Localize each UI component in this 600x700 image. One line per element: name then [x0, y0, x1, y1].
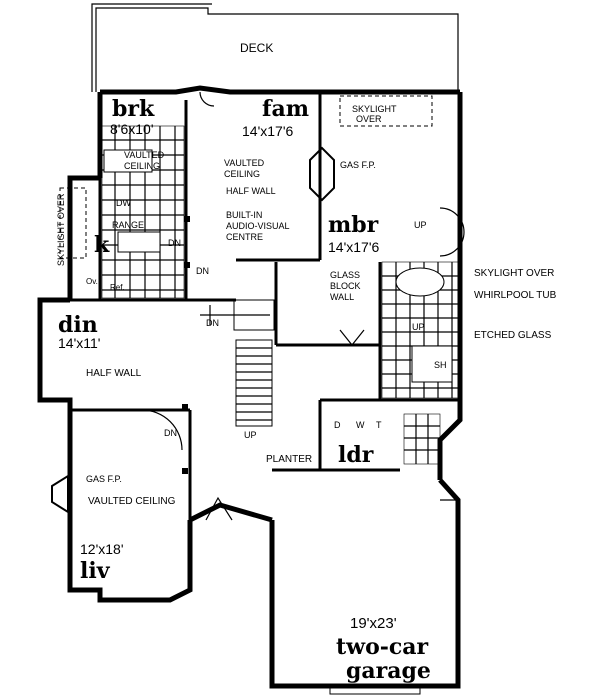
- note-ref: Ref.: [110, 283, 125, 292]
- master-bath-tile-area: [381, 261, 459, 465]
- note-skylight-mbr: SKYLIGHT OVER: [474, 268, 554, 279]
- note-vaulted-brk-1: VAULTED: [124, 150, 165, 160]
- note-etched-glass: ETCHED GLASS: [474, 330, 552, 341]
- note-whirlpool: WHIRLPOOL TUB: [474, 290, 557, 301]
- kitchen-label: k: [94, 232, 110, 258]
- garage: [271, 499, 458, 695]
- note-dn-liv: DN: [164, 428, 177, 438]
- brk-size: 8'6x10': [110, 121, 154, 137]
- fam-label: fam: [262, 96, 309, 122]
- note-half-wall-din: HALF WALL: [86, 368, 142, 379]
- deck-label: DECK: [240, 41, 273, 55]
- garage-size: 19'x23': [350, 615, 397, 632]
- note-dn-kitchen: DN: [168, 238, 181, 248]
- note-dn-hall: DN: [196, 266, 209, 276]
- liv-label: liv: [80, 558, 111, 584]
- note-builtin-1: BUILT-IN: [226, 210, 262, 220]
- note-glass-block-1: GLASS: [330, 270, 360, 280]
- garage-label-1: two-car: [336, 634, 429, 660]
- note-skylight-left: SKYLIGHT OVER: [56, 193, 66, 266]
- note-skylight-fam-2: OVER: [356, 114, 382, 124]
- skylights: [59, 95, 433, 259]
- note-up-stair: UP: [244, 430, 257, 440]
- note-w: W: [356, 420, 365, 430]
- liv-size: 12'x18': [80, 541, 124, 557]
- door-swings: [141, 91, 465, 521]
- mbr-label: mbr: [328, 212, 379, 238]
- note-range: RANGE: [112, 220, 144, 230]
- note-dn-stair: DN: [206, 318, 219, 328]
- ldr-label: ldr: [338, 442, 374, 468]
- din-size: 14'x11': [58, 335, 100, 351]
- kitchen-tile-area: [101, 125, 185, 299]
- fireplaces: [51, 146, 335, 514]
- stairs: [200, 299, 275, 427]
- note-dw: DW: [116, 198, 131, 208]
- note-skylight-fam-1: SKYLIGHT: [352, 104, 397, 114]
- note-up-bath: UP: [412, 322, 425, 332]
- note-builtin-3: CENTRE: [226, 232, 263, 242]
- note-vaulted-brk-2: CEILING: [124, 161, 160, 171]
- note-d: D: [334, 420, 341, 430]
- note-glass-block-3: WALL: [330, 292, 354, 302]
- garage-label-2: garage: [346, 658, 431, 684]
- note-up-mbr: UP: [414, 220, 427, 230]
- brk-label: brk: [112, 96, 155, 122]
- deck: DECK: [91, 3, 459, 92]
- note-builtin-2: AUDIO-VISUAL: [226, 221, 290, 231]
- note-ov: Ov.: [86, 277, 98, 286]
- din-label: din: [58, 312, 98, 338]
- note-sh: SH: [434, 360, 447, 370]
- note-vaulted-fam-1: VAULTED: [224, 158, 265, 168]
- note-t: T: [376, 420, 382, 430]
- note-half-wall-fam: HALF WALL: [226, 186, 276, 196]
- note-gas-fp-liv: GAS F.P.: [86, 474, 122, 484]
- mbr-size: 14'x17'6: [328, 239, 379, 255]
- note-glass-block-2: BLOCK: [330, 281, 361, 291]
- note-gas-fp-fam: GAS F.P.: [340, 160, 376, 170]
- note-vaulted-fam-2: CEILING: [224, 169, 260, 179]
- note-planter: PLANTER: [266, 454, 312, 465]
- fam-size: 14'x17'6: [242, 123, 293, 139]
- note-vaulted-liv: VAULTED CEILING: [88, 496, 176, 507]
